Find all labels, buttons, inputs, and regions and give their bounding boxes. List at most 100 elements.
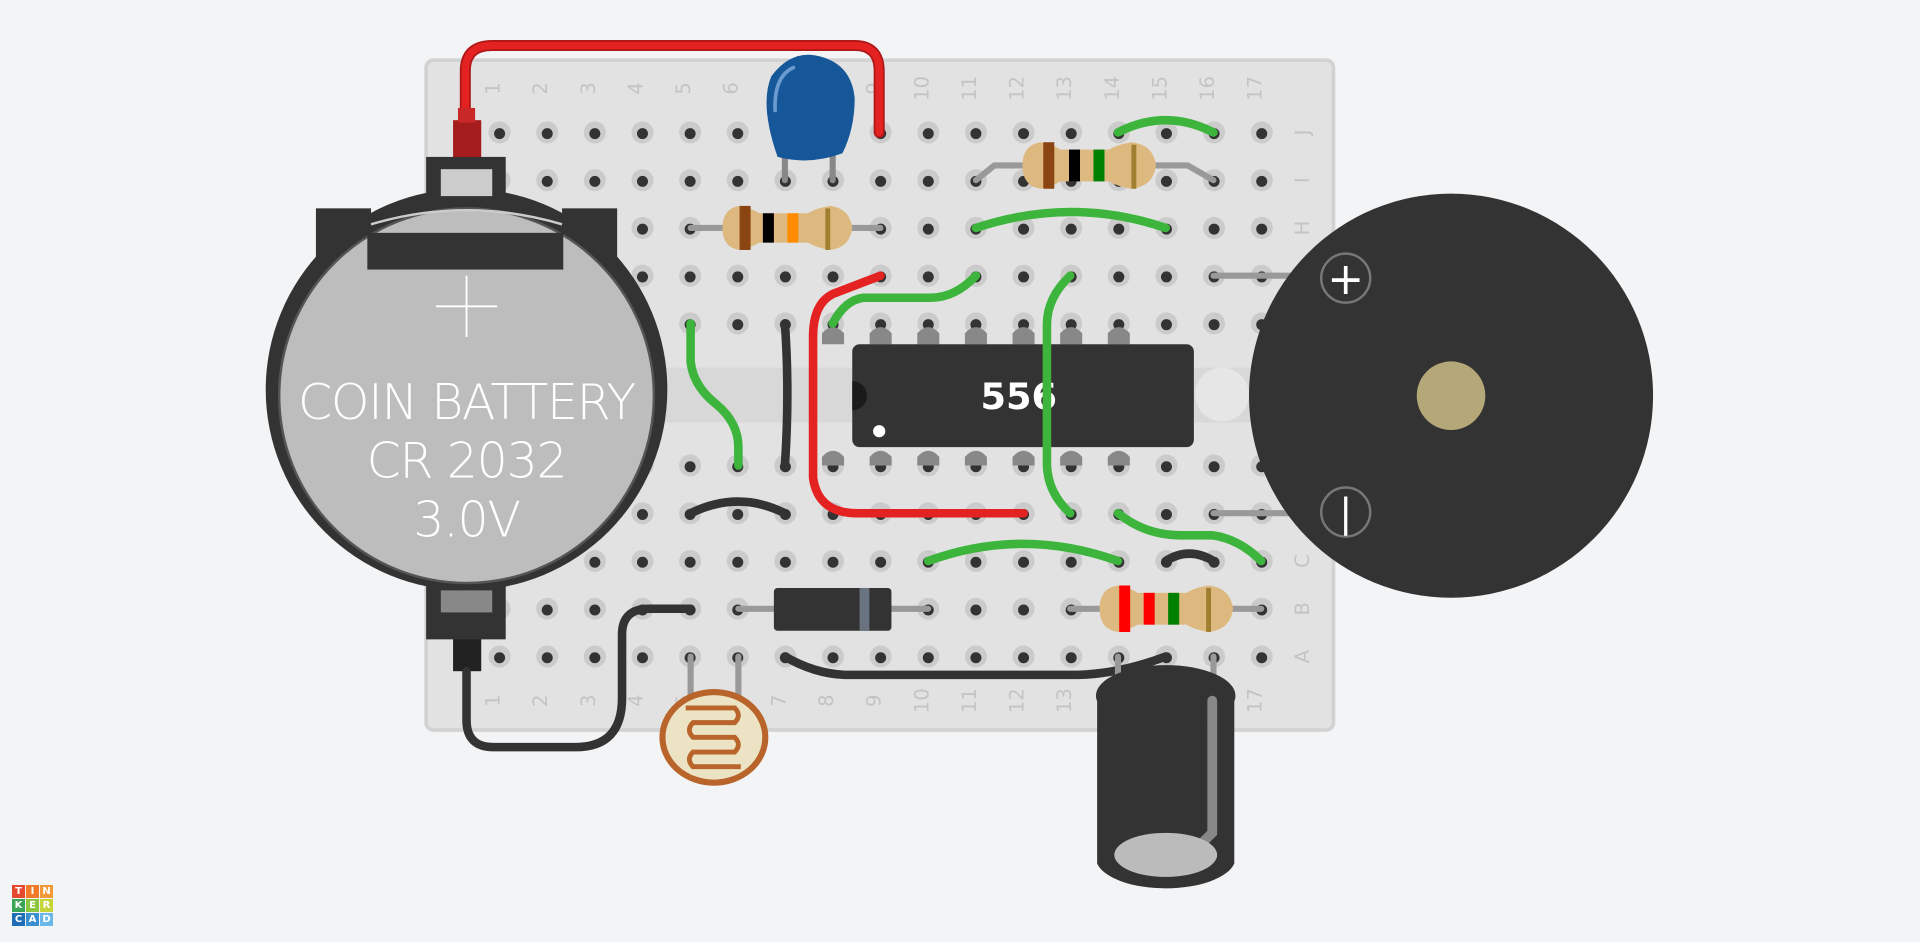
breadboard-hole[interactable]	[1203, 454, 1226, 477]
breadboard-hole[interactable]	[869, 549, 892, 573]
photoresistor[interactable]	[659, 653, 769, 786]
wire-green-d14-c17[interactable]	[1113, 508, 1266, 566]
breadboard-hole[interactable]	[1012, 216, 1035, 239]
wire-black-battery-b5[interactable]	[462, 604, 695, 752]
breadboard-hole[interactable]	[964, 121, 987, 144]
breadboard-hole[interactable]	[679, 121, 702, 144]
breadboard-hole[interactable]	[1155, 169, 1178, 192]
breadboard-hole[interactable]	[964, 597, 987, 620]
wire-green-c10-c14[interactable]	[923, 539, 1123, 566]
ic-556[interactable]: 556	[822, 327, 1194, 466]
breadboard-hole[interactable]	[1155, 121, 1178, 144]
wire-red-g9-d12[interactable]	[808, 271, 1028, 518]
breadboard-hole[interactable]	[631, 502, 654, 525]
wire-black-f7-e7[interactable]	[780, 319, 792, 470]
breadboard-hole[interactable]	[1060, 645, 1083, 668]
resistor-1[interactable]	[687, 205, 884, 250]
breadboard-hole[interactable]	[774, 549, 797, 573]
breadboard-hole[interactable]	[774, 264, 797, 287]
breadboard-hole[interactable]	[726, 549, 749, 573]
breadboard-hole[interactable]	[822, 645, 845, 668]
ceramic-capacitor[interactable]	[766, 54, 855, 184]
breadboard-hole[interactable]	[869, 169, 892, 192]
breadboard-hole[interactable]	[1012, 645, 1035, 668]
row-letter: I	[1291, 177, 1314, 183]
breadboard-hole[interactable]	[1155, 502, 1178, 525]
breadboard-hole[interactable]	[822, 549, 845, 573]
wire-black-d5-d7[interactable]	[686, 497, 790, 518]
wire-green-g13-d13[interactable]	[1042, 271, 1075, 518]
breadboard-hole[interactable]	[1250, 121, 1273, 144]
breadboard-hole[interactable]	[1107, 264, 1130, 287]
breadboard-hole[interactable]	[726, 121, 749, 144]
breadboard-hole[interactable]	[583, 597, 606, 620]
resistor-2[interactable]	[972, 142, 1217, 189]
breadboard-hole[interactable]	[917, 121, 940, 144]
breadboard-hole[interactable]	[536, 645, 559, 668]
breadboard-hole[interactable]	[679, 454, 702, 477]
breadboard-hole[interactable]	[1250, 645, 1273, 668]
breadboard-hole[interactable]	[964, 645, 987, 668]
electrolytic-capacitor[interactable]	[1095, 653, 1236, 889]
breadboard-hole[interactable]	[1155, 454, 1178, 477]
breadboard-hole[interactable]	[583, 549, 606, 573]
breadboard-hole[interactable]	[917, 216, 940, 239]
breadboard-hole[interactable]	[1012, 597, 1035, 620]
diode[interactable]	[735, 587, 932, 631]
breadboard-hole[interactable]	[1250, 169, 1273, 192]
piezo-buzzer[interactable]: + |	[1210, 193, 1654, 598]
breadboard-hole[interactable]	[1203, 312, 1226, 335]
breadboard-hole[interactable]	[488, 645, 511, 668]
breadboard-hole[interactable]	[679, 549, 702, 573]
breadboard-hole[interactable]	[1107, 216, 1130, 239]
resistor-3[interactable]	[1067, 585, 1265, 633]
breadboard-hole[interactable]	[726, 169, 749, 192]
breadboard-hole[interactable]	[726, 312, 749, 335]
breadboard-hole[interactable]	[583, 169, 606, 192]
breadboard-hole[interactable]	[917, 169, 940, 192]
breadboard-hole[interactable]	[536, 169, 559, 192]
breadboard-hole[interactable]	[631, 121, 654, 144]
breadboard-hole[interactable]	[1012, 264, 1035, 287]
breadboard-hole[interactable]	[1250, 216, 1273, 239]
wire-black-c15-c16[interactable]	[1161, 549, 1218, 566]
breadboard-hole[interactable]	[1060, 121, 1083, 144]
breadboard-hole[interactable]	[1203, 216, 1226, 239]
breadboard-hole[interactable]	[583, 121, 606, 144]
breadboard-hole[interactable]	[631, 264, 654, 287]
breadboard-hole[interactable]	[1155, 312, 1178, 335]
breadboard-hole[interactable]	[917, 645, 940, 668]
breadboard-hole[interactable]	[536, 597, 559, 620]
breadboard-hole[interactable]	[869, 645, 892, 668]
breadboard-hole[interactable]	[726, 502, 749, 525]
breadboard-hole[interactable]	[679, 169, 702, 192]
wire-black-a7-capacitor[interactable]	[780, 652, 1170, 680]
wire-green-h11-h15[interactable]	[971, 207, 1170, 233]
breadboard-hole[interactable]	[917, 264, 940, 287]
breadboard-hole[interactable]	[726, 264, 749, 287]
coin-battery[interactable]: COIN BATTERY CR 2032 3.0V	[265, 107, 668, 672]
breadboard-hole[interactable]	[1155, 264, 1178, 287]
breadboard-hole[interactable]	[631, 549, 654, 573]
breadboard-hole[interactable]	[822, 264, 845, 287]
wire-green-f5-e6[interactable]	[686, 319, 743, 470]
breadboard-hole[interactable]	[631, 645, 654, 668]
breadboard-hole[interactable]	[536, 121, 559, 144]
breadboard-hole[interactable]	[679, 264, 702, 287]
breadboard-hole[interactable]	[1060, 216, 1083, 239]
wire-green-j14-j16[interactable]	[1113, 115, 1218, 137]
breadboard-hole[interactable]	[1012, 549, 1035, 573]
column-number: 17	[1244, 76, 1267, 101]
breadboard-hole[interactable]	[631, 216, 654, 239]
breadboard-hole[interactable]	[583, 645, 606, 668]
breadboard-hole[interactable]	[1060, 549, 1083, 573]
column-number: 10	[910, 688, 933, 713]
wire-green-g11-f8[interactable]	[828, 271, 981, 328]
breadboard-hole[interactable]	[488, 121, 511, 144]
breadboard-hole[interactable]	[631, 169, 654, 192]
column-number: 12	[1006, 76, 1029, 101]
breadboard-hole[interactable]	[1012, 121, 1035, 144]
breadboard-hole[interactable]	[964, 549, 987, 573]
